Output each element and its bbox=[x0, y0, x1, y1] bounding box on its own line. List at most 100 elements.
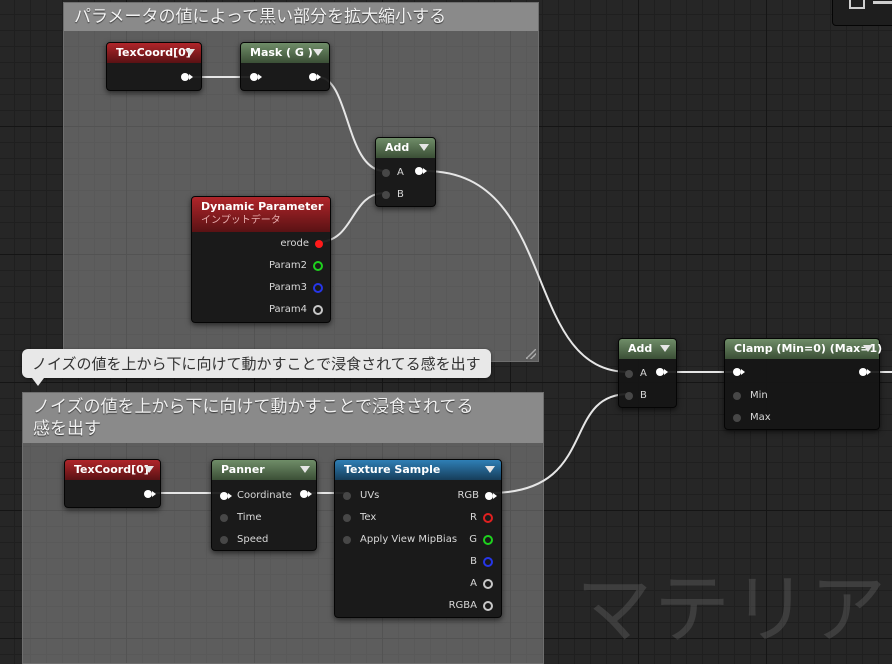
pin-out-param2[interactable]: Param2 bbox=[269, 260, 323, 271]
input-pin-icon[interactable] bbox=[343, 491, 351, 500]
node-header-add-right[interactable]: Add bbox=[619, 339, 676, 359]
output-pin-icon[interactable] bbox=[483, 556, 493, 567]
pin-in-mask-g[interactable] bbox=[250, 73, 262, 81]
pin-in-b[interactable]: B bbox=[382, 189, 404, 200]
node-add-top[interactable]: Add A B bbox=[375, 137, 436, 207]
pin-out-param3[interactable]: Param3 bbox=[269, 282, 323, 293]
node-header-mask-g[interactable]: Mask ( G ) bbox=[241, 43, 329, 63]
output-pin-icon[interactable] bbox=[313, 282, 323, 293]
output-pin-icon[interactable] bbox=[315, 239, 323, 248]
node-header-texcoord-bottom[interactable]: TexCoord[0] bbox=[65, 460, 160, 480]
pin-in-speed[interactable]: Speed bbox=[220, 534, 268, 545]
node-panner[interactable]: Panner Coordinate Time Speed bbox=[211, 459, 317, 551]
input-pin-icon[interactable] bbox=[343, 513, 351, 522]
pin-out-mask-g[interactable] bbox=[309, 73, 321, 81]
collapse-arrow-icon[interactable] bbox=[185, 49, 195, 56]
pin-in-a[interactable]: A bbox=[625, 368, 647, 379]
output-pin-icon[interactable] bbox=[415, 167, 427, 175]
pin-label: A bbox=[640, 368, 647, 379]
node-clamp[interactable]: Clamp (Min=0) (Max=1) Min Max bbox=[724, 338, 882, 430]
pin-out-param4[interactable]: Param4 bbox=[269, 304, 323, 315]
output-pin-icon[interactable] bbox=[485, 491, 497, 500]
pin-out-a[interactable]: A bbox=[470, 578, 493, 589]
pin-out-texcoord-bottom[interactable] bbox=[144, 490, 156, 498]
input-pin-icon[interactable] bbox=[625, 369, 633, 378]
pin-out-rgba[interactable]: RGBA bbox=[449, 600, 493, 611]
node-add-right[interactable]: Add A B bbox=[618, 338, 677, 408]
input-pin-icon[interactable] bbox=[250, 73, 262, 81]
collapse-arrow-icon[interactable] bbox=[419, 144, 429, 151]
input-pin-icon[interactable] bbox=[733, 413, 741, 422]
node-header-texcoord-top[interactable]: TexCoord[0] bbox=[107, 43, 201, 63]
pin-in-mipbias[interactable]: Apply View MipBias bbox=[343, 534, 457, 545]
pin-out-panner[interactable] bbox=[300, 490, 312, 498]
node-dynamic-parameter[interactable]: Dynamic Parameter インプットデータ erode Param2 … bbox=[191, 196, 331, 323]
pin-label: B bbox=[470, 556, 477, 567]
input-pin-icon[interactable] bbox=[220, 491, 232, 500]
pin-out-r[interactable]: R bbox=[470, 512, 493, 523]
input-pin-icon[interactable] bbox=[220, 513, 228, 522]
pin-out-b[interactable]: B bbox=[470, 556, 493, 567]
node-texture-sample[interactable]: Texture Sample UVs Tex Apply View MipBia… bbox=[334, 459, 502, 618]
pin-out-add-top[interactable] bbox=[415, 167, 427, 175]
node-partial-topright[interactable] bbox=[832, 0, 892, 26]
output-pin-icon[interactable] bbox=[483, 600, 493, 611]
node-header-texture-sample[interactable]: Texture Sample bbox=[335, 460, 501, 480]
pin-out-rgb[interactable]: RGB bbox=[457, 490, 497, 501]
node-header-clamp[interactable]: Clamp (Min=0) (Max=1) bbox=[725, 339, 882, 359]
output-pin-icon[interactable] bbox=[483, 534, 493, 545]
output-pin-icon[interactable] bbox=[300, 490, 312, 498]
node-header-dynamic-parameter[interactable]: Dynamic Parameter インプットデータ bbox=[192, 197, 330, 232]
input-pin-icon[interactable] bbox=[220, 535, 228, 544]
output-pin-icon[interactable] bbox=[144, 490, 156, 498]
output-pin-icon[interactable] bbox=[313, 304, 323, 315]
collapse-arrow-icon[interactable] bbox=[300, 466, 310, 473]
output-pin-icon[interactable] bbox=[483, 512, 493, 523]
input-pin-icon[interactable] bbox=[382, 168, 390, 177]
node-texcoord-top[interactable]: TexCoord[0] bbox=[106, 42, 202, 91]
output-pin-icon[interactable] bbox=[483, 578, 493, 589]
pin-out-clamp[interactable] bbox=[859, 368, 871, 376]
pin-in-clamp[interactable] bbox=[733, 368, 745, 376]
pin-in-time[interactable]: Time bbox=[220, 512, 261, 523]
collapse-arrow-icon[interactable] bbox=[660, 345, 670, 352]
comment-title-bottom[interactable]: ノイズの値を上から下に向けて動かすことで浸食されてる 感を出す bbox=[23, 393, 543, 443]
pin-label: Param4 bbox=[268, 304, 307, 315]
resize-grip-top[interactable] bbox=[526, 349, 536, 359]
output-pin-icon[interactable] bbox=[309, 73, 321, 81]
pin-label: Tex bbox=[360, 512, 377, 523]
pin-out-texcoord-top[interactable] bbox=[181, 73, 193, 81]
collapse-arrow-icon[interactable] bbox=[863, 345, 873, 352]
pin-in-max[interactable]: Max bbox=[733, 412, 771, 423]
output-pin-icon[interactable] bbox=[181, 73, 193, 81]
node-icon bbox=[873, 1, 892, 4]
node-header-panner[interactable]: Panner bbox=[212, 460, 316, 480]
comment-title-top[interactable]: パラメータの値によって黒い部分を拡大縮小する bbox=[64, 3, 538, 31]
collapse-arrow-icon[interactable] bbox=[313, 49, 323, 56]
input-pin-icon[interactable] bbox=[343, 535, 351, 544]
input-pin-icon[interactable] bbox=[733, 368, 745, 376]
pin-out-add-right[interactable] bbox=[656, 368, 668, 376]
material-watermark: マテリアル bbox=[576, 565, 892, 654]
node-texcoord-bottom[interactable]: TexCoord[0] bbox=[64, 459, 161, 508]
input-pin-icon[interactable] bbox=[625, 391, 633, 400]
input-pin-icon[interactable] bbox=[733, 391, 741, 400]
pin-in-b[interactable]: B bbox=[625, 390, 647, 401]
node-header-add-top[interactable]: Add bbox=[376, 138, 435, 158]
node-mask-g[interactable]: Mask ( G ) bbox=[240, 42, 330, 91]
output-pin-icon[interactable] bbox=[313, 260, 323, 271]
pin-in-uvs[interactable]: UVs bbox=[343, 490, 379, 501]
pin-in-tex[interactable]: Tex bbox=[343, 512, 376, 523]
input-pin-icon[interactable] bbox=[382, 190, 390, 199]
pin-out-erode[interactable]: erode bbox=[280, 238, 323, 249]
pin-in-a[interactable]: A bbox=[382, 167, 404, 178]
pin-in-min[interactable]: Min bbox=[733, 390, 768, 401]
collapse-arrow-icon[interactable] bbox=[144, 466, 154, 473]
pin-label: Param2 bbox=[268, 260, 307, 271]
pin-out-g[interactable]: G bbox=[469, 534, 493, 545]
collapse-arrow-icon[interactable] bbox=[485, 466, 495, 473]
pin-in-coordinate[interactable]: Coordinate bbox=[220, 490, 292, 501]
output-pin-icon[interactable] bbox=[656, 368, 668, 376]
output-pin-icon[interactable] bbox=[859, 368, 871, 376]
comment-title-line1: ノイズの値を上から下に向けて動かすことで浸食されてる bbox=[33, 397, 474, 417]
